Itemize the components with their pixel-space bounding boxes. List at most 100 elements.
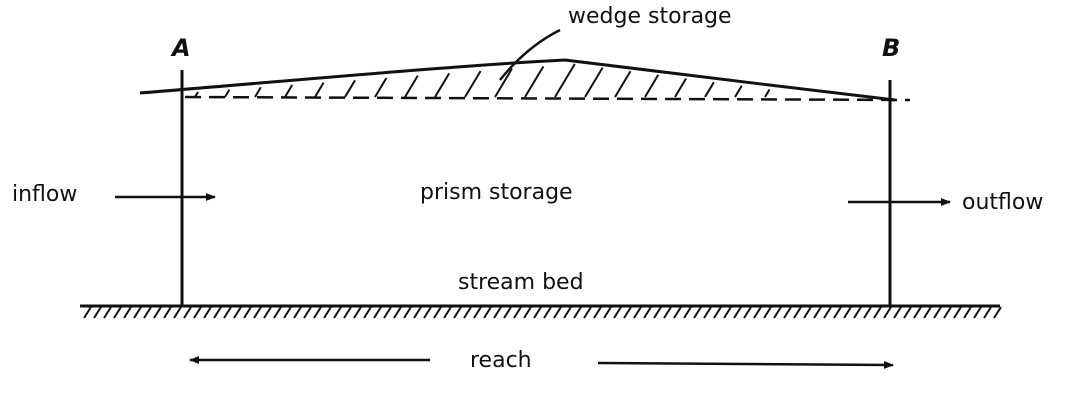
bed-hatch-line (683, 306, 692, 319)
bed-hatch-line (213, 306, 222, 319)
bed-hatch-line (803, 306, 812, 319)
bed-hatch-line (83, 306, 92, 319)
bed-hatch-line (993, 306, 1002, 319)
wedge-pointer-line (499, 28, 561, 81)
bed-hatch-line (273, 306, 282, 319)
bed-hatch-line (353, 306, 362, 319)
bed-hatch-line (933, 306, 942, 319)
bed-hatch-line (783, 306, 792, 319)
wedge-hatch-line (644, 74, 660, 98)
wedge-hatch-line (494, 68, 513, 98)
bed-hatch-line (203, 306, 212, 319)
bed-hatch-line (513, 306, 522, 319)
wedge-hatch-line (374, 77, 388, 98)
bed-hatch-line (883, 306, 892, 319)
bed-hatch-line (973, 306, 982, 319)
bed-hatch-line (863, 306, 872, 319)
wedge-hatch-line (764, 88, 771, 98)
bed-hatch-line (643, 306, 652, 319)
bed-hatch-line (503, 306, 512, 319)
bed-hatch-line (853, 306, 862, 319)
bed-hatch-line (873, 306, 882, 319)
bed-hatch-line (153, 306, 162, 319)
bed-hatch-line (343, 306, 352, 319)
wedge-hatch-line (584, 67, 604, 98)
bed-hatch-line (373, 306, 382, 319)
bed-hatch-line (723, 306, 732, 319)
bed-hatch-line (523, 306, 532, 319)
bed-hatch-line (553, 306, 562, 319)
bed-hatch-line (453, 306, 462, 319)
bed-hatch-line (483, 306, 492, 319)
bed-hatch-line (663, 306, 672, 319)
bed-hatch-line (703, 306, 712, 319)
wedge-hatch-line (524, 65, 545, 98)
bed-hatch-line (913, 306, 922, 319)
bed-hatch-line (133, 306, 142, 319)
bed-hatch-line (303, 306, 312, 319)
wedge-hatch-line (614, 70, 632, 98)
wedge-hatch-line (224, 89, 231, 98)
bed-hatch-line (493, 306, 502, 319)
bed-hatch-line (103, 306, 112, 319)
bed-hatch-line (123, 306, 132, 319)
bed-hatch-line (953, 306, 962, 319)
bed-hatch-line (253, 306, 262, 319)
bed-hatch-line (903, 306, 912, 319)
bed-hatch-line (603, 306, 612, 319)
bed-hatch-line (223, 306, 232, 319)
outflow-label: outflow (962, 190, 1044, 215)
bed-hatch-line (173, 306, 182, 319)
bed-hatch-line (333, 306, 342, 319)
bed-hatch-line (163, 306, 172, 319)
bed-hatch-line (653, 306, 662, 319)
bed-hatch-line (283, 306, 292, 319)
bed-hatch-line (763, 306, 772, 319)
bed-hatch-line (563, 306, 572, 319)
stream-bed-hatching (83, 306, 1002, 319)
inflow-label: inflow (12, 182, 78, 207)
bed-hatch-line (733, 306, 742, 319)
wedge-hatch-line (404, 75, 419, 98)
bed-hatch-line (693, 306, 702, 319)
section-b-label: B (882, 34, 901, 62)
bed-hatch-line (313, 306, 322, 319)
bed-hatch-line (143, 306, 152, 319)
bed-hatch-line (773, 306, 782, 319)
wedge-hatch-line (464, 70, 482, 98)
bed-hatch-line (963, 306, 972, 319)
wedge-hatch-line (284, 84, 294, 98)
wedge-hatch-line (674, 78, 687, 98)
water-surface-line (139, 58, 896, 102)
bed-hatch-line (383, 306, 392, 319)
bed-hatch-line (233, 306, 242, 319)
wedge-hatch-line (314, 82, 325, 98)
bed-hatch-line (403, 306, 412, 319)
bed-hatch-line (533, 306, 542, 319)
bed-hatch-line (983, 306, 992, 319)
bed-hatch-line (443, 306, 452, 319)
bed-hatch-line (113, 306, 122, 319)
wedge-storage-hatching (194, 63, 771, 98)
prism-top-dashed-line (184, 95, 911, 102)
bed-hatch-line (323, 306, 332, 319)
bed-hatch-line (293, 306, 302, 319)
bed-hatch-line (593, 306, 602, 319)
bed-hatch-line (633, 306, 642, 319)
bed-hatch-line (573, 306, 582, 319)
bed-hatch-line (193, 306, 202, 319)
bed-hatch-line (263, 306, 272, 319)
reach-right-arrow (597, 360, 894, 369)
bed-hatch-line (363, 306, 372, 319)
bed-hatch-line (243, 306, 252, 319)
bed-hatch-line (843, 306, 852, 319)
wedge-hatch-line (254, 86, 262, 98)
bed-hatch-line (943, 306, 952, 319)
wedge-storage-label: wedge storage (568, 4, 732, 29)
bed-hatch-line (893, 306, 902, 319)
bed-hatch-line (393, 306, 402, 319)
bed-hatch-line (823, 306, 832, 319)
bed-hatch-line (183, 306, 192, 319)
bed-hatch-line (753, 306, 762, 319)
